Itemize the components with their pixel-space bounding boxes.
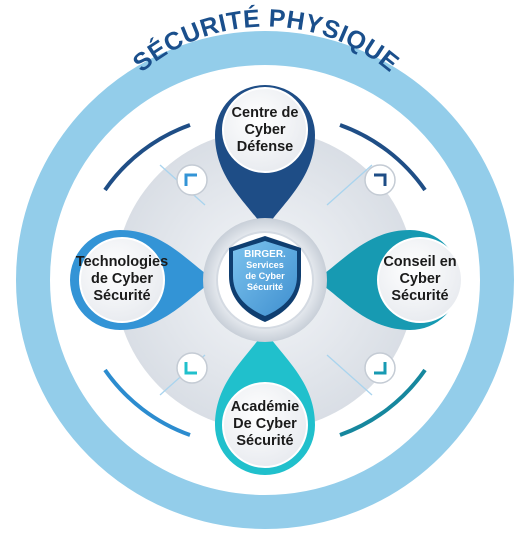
center-line2: de Cyber: [245, 271, 285, 281]
node-right-line1: Conseil en: [383, 254, 457, 270]
center-shield-label: BIRGER. Services de Cyber Sécurité: [230, 249, 300, 293]
arc-top-right: [339, 123, 427, 192]
connector-bottom-left: [176, 352, 208, 384]
node-bottom-face: [222, 382, 308, 468]
node-left-face: [79, 237, 165, 323]
node-right-line2: Cyber: [399, 271, 441, 287]
node-bottom-line1: Académie: [230, 399, 300, 415]
chevron-corner-icon: [184, 362, 197, 375]
center-line3: Sécurité: [246, 282, 284, 292]
node-bottom-line3: Sécurité: [236, 433, 294, 449]
node-right-label: Conseil en Cyber Sécurité: [360, 254, 480, 305]
node-bottom-line2: De Cyber: [233, 416, 297, 432]
arc-top-left: [103, 123, 191, 192]
node-top-line2: Cyber: [244, 122, 286, 138]
shield-icon: [233, 241, 297, 316]
node-left-line2: de Cyber: [90, 271, 154, 287]
node-left-line3: Sécurité: [93, 288, 151, 304]
node-top-line1: Centre de: [231, 105, 299, 121]
chevron-corner-icon: [184, 173, 197, 186]
node-right-line3: Sécurité: [391, 288, 449, 304]
node-left-line1: Technologies: [75, 254, 169, 270]
node-top-label: Centre de Cyber Défense: [205, 105, 325, 156]
node-right-face: [377, 237, 463, 323]
chevron-corner-icon: [374, 173, 387, 186]
center-line1: Services: [246, 260, 284, 270]
outer-ring: [16, 31, 514, 529]
node-left-label: Technologies de Cyber Sécurité: [62, 254, 182, 305]
node-top-line3: Défense: [236, 139, 294, 155]
arc-bottom-right: [339, 368, 427, 437]
center-brand: BIRGER.: [244, 249, 286, 260]
chevron-corner-icon: [374, 362, 387, 375]
connector-top-right: [364, 164, 396, 196]
connector-bottom-right: [364, 352, 396, 384]
node-top-face: [222, 87, 308, 173]
arc-bottom-left: [103, 368, 191, 437]
connector-top-left: [176, 164, 208, 196]
node-bottom-label: Académie De Cyber Sécurité: [205, 399, 325, 450]
